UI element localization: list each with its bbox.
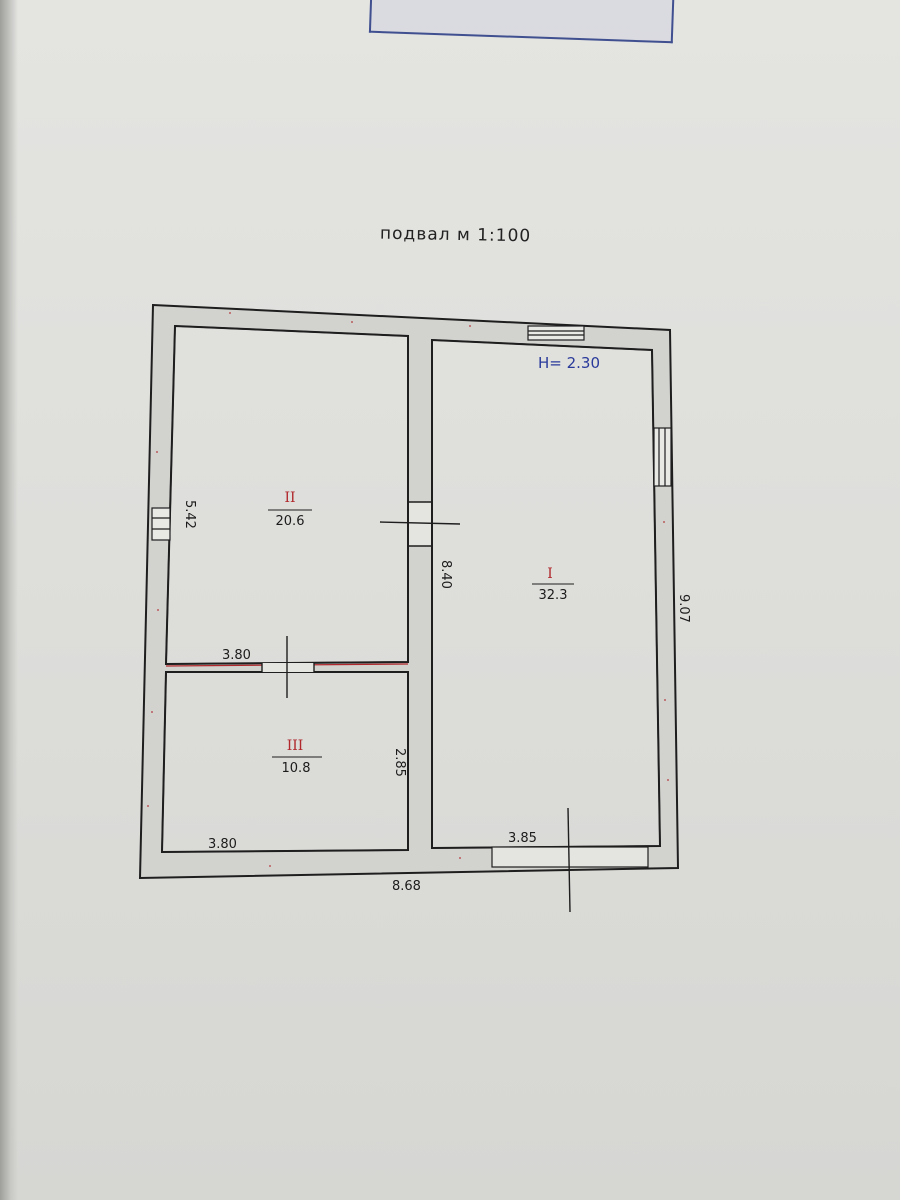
dim-room-ii-width: 3.80 — [222, 648, 251, 663]
window-right — [653, 427, 672, 487]
window-top — [527, 325, 585, 341]
window-left — [151, 507, 171, 541]
door-opening-bottom — [491, 807, 649, 913]
room-iii-number: III — [287, 738, 304, 754]
room-i-outline — [431, 339, 661, 849]
sheet-binding-edge — [0, 0, 18, 1200]
dim-room-iii-width: 3.80 — [208, 837, 237, 852]
room-ii-area: 20.6 — [276, 514, 305, 529]
room-ii-outline — [165, 325, 409, 665]
dim-room-iii-height: 2.85 — [392, 748, 407, 777]
door-opening-middle — [379, 501, 461, 547]
dim-room-i-width: 3.85 — [508, 831, 537, 846]
room-iii-area: 10.8 — [282, 761, 311, 776]
room-i-number: I — [547, 566, 553, 582]
outer-walls — [138, 303, 680, 880]
door-opening-partition — [261, 636, 315, 698]
dim-room-i-height: 8.40 — [438, 560, 453, 589]
dim-room-ii-height: 5.42 — [182, 500, 197, 529]
room-i-area: 32.3 — [539, 588, 568, 603]
room-iii-outline — [161, 671, 409, 853]
room-ii-number: II — [284, 490, 295, 506]
red-pencil-marks — [147, 312, 669, 867]
dim-overall-height: 9.07 — [676, 594, 691, 623]
dim-overall-width: 8.68 — [392, 879, 421, 894]
ceiling-height-note: Н= 2.30 — [538, 354, 600, 372]
